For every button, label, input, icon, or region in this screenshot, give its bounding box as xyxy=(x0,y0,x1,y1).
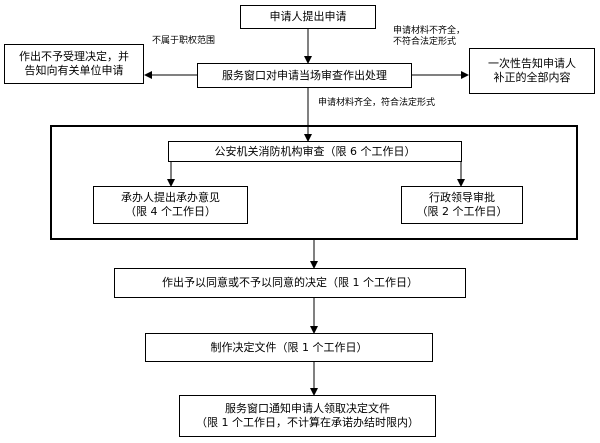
window-review-box: 服务窗口对申请当场审查作出处理 xyxy=(197,63,412,88)
notify-pickup-line1: 服务窗口通知申请人领取决定文件 xyxy=(225,402,390,415)
edge-label-incomplete-line1: 申请材料不齐全， xyxy=(393,26,466,36)
leader-approval-line2: （限 2 个工作日） xyxy=(416,205,508,218)
edge-label-incomplete-line2: 不符合法定形式 xyxy=(393,37,457,47)
review-stage-frame xyxy=(50,125,578,240)
decision-box: 作出予以同意或不予以同意的决定（限 1 个工作日） xyxy=(114,268,466,298)
handler-opinion-line1: 承办人提出承办意见 xyxy=(121,191,220,204)
applicant-submit-box: 申请人提出申请 xyxy=(240,5,376,29)
make-document-label: 制作决定文件（限 1 个工作日） xyxy=(210,340,368,354)
not-accept-box: 作出不予受理决定，并 告知向有关单位申请 xyxy=(4,44,144,84)
leader-approval-line1: 行政领导审批 xyxy=(429,191,495,204)
edge-label-incomplete: 申请材料不齐全， 不符合法定形式 xyxy=(393,26,465,48)
fire-review-box: 公安机关消防机构审查（限 6 个工作日） xyxy=(168,141,462,162)
applicant-submit-label: 申请人提出申请 xyxy=(269,10,347,23)
decision-label: 作出予以同意或不予以同意的决定（限 1 个工作日） xyxy=(162,276,418,289)
edge-label-complete: 申请材料齐全，符合法定形式 xyxy=(318,98,436,108)
leader-approval-box: 行政领导审批 （限 2 个工作日） xyxy=(401,186,523,224)
fire-review-label: 公安机关消防机构审查（限 6 个工作日） xyxy=(214,144,416,158)
handler-opinion-line2: （限 4 个工作日） xyxy=(125,205,216,218)
notify-pickup-box: 服务窗口通知申请人领取决定文件 （限 1 个工作日，不计算在承诺办结时限内） xyxy=(179,395,436,437)
not-accept-line1: 作出不予受理决定，并 xyxy=(19,50,129,63)
not-accept-line2: 告知向有关单位申请 xyxy=(24,64,124,77)
handler-opinion-box: 承办人提出承办意见 （限 4 个工作日） xyxy=(93,186,248,224)
notify-supplement-box: 一次性告知申请人 补正的全部内容 xyxy=(469,48,595,94)
edge-label-not-in-scope: 不属于职权范围 xyxy=(152,36,216,46)
notify-supplement-line1: 一次性告知申请人 xyxy=(488,57,576,70)
make-document-box: 制作决定文件（限 1 个工作日） xyxy=(145,333,433,362)
notify-supplement-line2: 补正的全部内容 xyxy=(493,71,571,84)
window-review-label: 服务窗口对申请当场审查作出处理 xyxy=(222,68,387,82)
notify-pickup-line2: （限 1 个工作日，不计算在承诺办结时限内） xyxy=(196,416,419,429)
